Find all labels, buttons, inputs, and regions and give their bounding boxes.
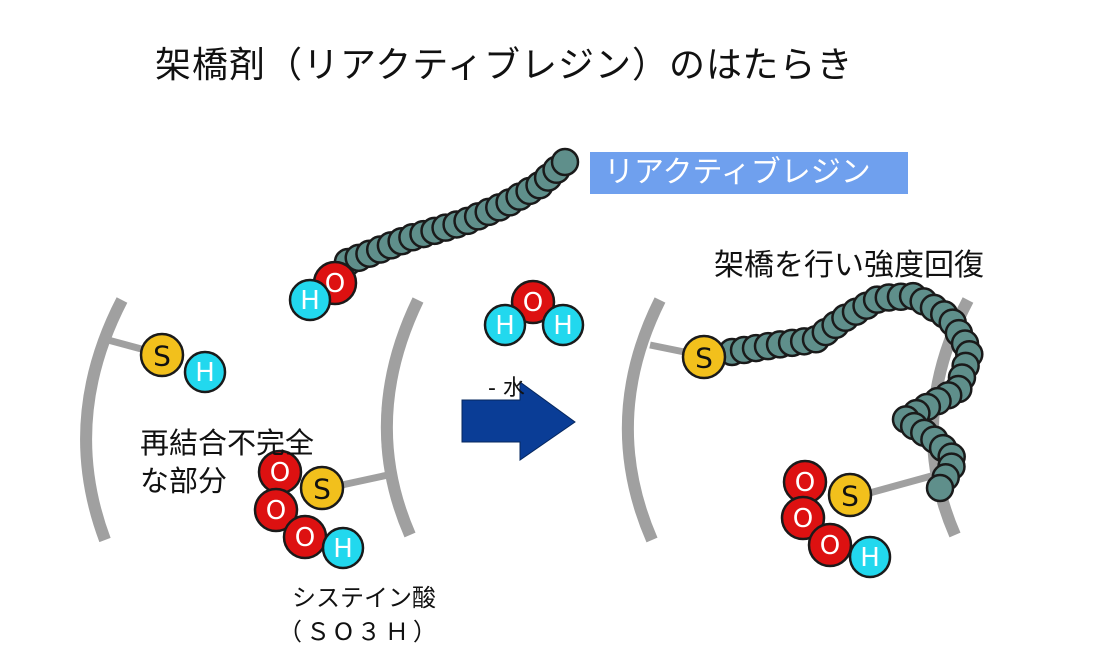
left-hydrogen-atom-letter: H (195, 358, 215, 388)
right-cysteic-oxygen-3 (807, 522, 853, 568)
right-cysteic-oxygen-2-letter: O (793, 504, 813, 534)
left-sulfur-atom (139, 332, 185, 378)
right-cysteic-sulfur-letter: S (841, 480, 859, 513)
resin-hydrogen-atom (288, 278, 332, 322)
left-cysteic-oxygen-1-letter: O (270, 458, 290, 488)
water-hydrogen-atom-1-letter: H (495, 311, 515, 341)
resin-oxygen-atom-letter: O (325, 269, 345, 299)
left-cysteic-oxygen-2-letter: O (266, 496, 286, 526)
right-cysteic-oxygen-1-letter: O (795, 468, 815, 498)
resin-chain-right-bead (925, 473, 955, 503)
right-cysteic-oxygen-2 (780, 495, 826, 541)
cysteic-acid-formula: （ＳO３Ｈ） (278, 618, 441, 646)
water-hydrogen-atom-1 (483, 303, 527, 347)
crosslink-label: 架橋を行い強度回復 (714, 248, 984, 283)
left-cysteic-hydrogen-letter: H (333, 534, 353, 564)
reactive-resin-chain-bonded (717, 281, 984, 503)
right-cysteic-sulfur (827, 472, 873, 518)
hair-fiber-left-inner (380, 297, 424, 538)
resin-hydrogen-atom-letter: H (300, 286, 320, 316)
water-loss-label: - 水 (488, 376, 525, 401)
left-cysteic-oxygen-3-letter: O (295, 523, 315, 553)
left-cysteic-sulfur-letter: S (313, 473, 331, 506)
left-cysteic-sulfur (299, 465, 345, 511)
diagram-title: 架橋剤（リアクティブレジン）のはたらき (155, 45, 854, 86)
resin-chain-top-bead (550, 147, 580, 177)
water-oxygen-atom (510, 279, 556, 325)
hair-fiber-left-outer (80, 297, 128, 543)
right-cysteic-hydrogen-letter: H (860, 543, 880, 573)
incomplete-rebond-label-line1: 再結合不完全 (140, 426, 315, 460)
right-cysteic-oxygen-3-letter: O (820, 531, 840, 561)
right-sulfur-atom-letter: S (695, 342, 713, 375)
water-oxygen-atom-letter: O (523, 288, 543, 318)
water-hydrogen-atom-2 (541, 303, 585, 347)
hair-fiber-right-outer (621, 297, 666, 543)
left-cysteic-hydrogen (321, 526, 365, 570)
right-sulfur-atom (681, 334, 727, 380)
cysteic-acid-label: システイン酸 (292, 584, 436, 612)
water-hydrogen-atom-2-letter: H (553, 311, 573, 341)
reaction-arrow (461, 381, 576, 461)
reactive-resin-chain-top (333, 147, 580, 277)
right-cysteic-hydrogen (848, 535, 892, 579)
left-hydrogen-atom (183, 350, 227, 394)
incomplete-rebond-label-line2: な部分 (140, 464, 228, 498)
left-sulfur-atom-letter: S (153, 340, 171, 373)
reactive-resin-label: リアクティブレジン (590, 152, 908, 194)
left-cysteic-oxygen-2 (253, 487, 299, 533)
